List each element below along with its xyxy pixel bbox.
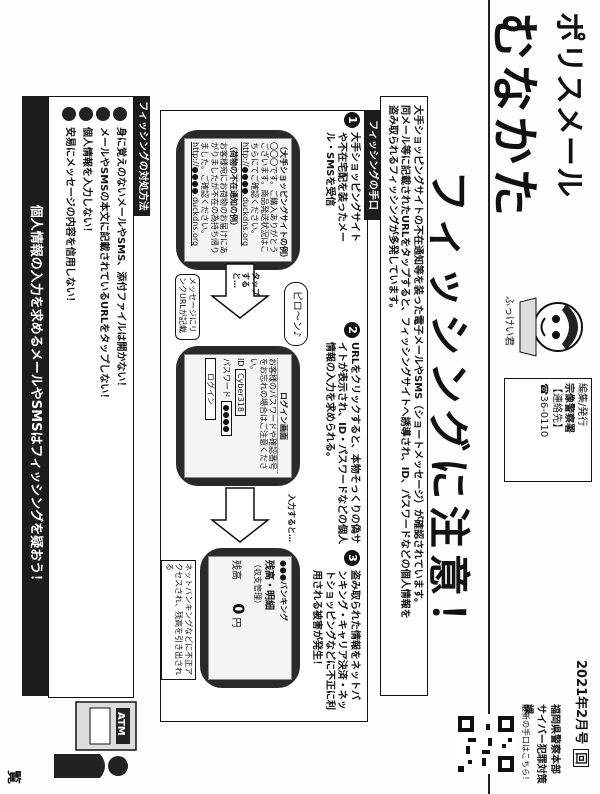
issue-date-block: 2021年2月号 回 xyxy=(572,660,592,784)
list-item-text: 身に覚えのないメールやSMS、添付ファイルは開かない！ xyxy=(115,127,127,392)
step-number: 2 xyxy=(344,322,360,338)
balance-value: 0 xyxy=(229,603,249,615)
step-text: URLをクリックすると、本物そっくりの偽サイトが表示され、ID・パスワードなどの… xyxy=(324,342,360,545)
balance-value-label: 残高 xyxy=(230,560,242,580)
qr-code-icon[interactable] xyxy=(456,714,516,774)
step-text: 大手ショッピングサイトや不在宅配を装ったメール・SMSを受信 xyxy=(324,132,360,242)
publisher: 宗像警察署 xyxy=(563,383,575,433)
intro-box: 大手ショッピングサイトの不在通知等を装った電子メールやSMS（ショートメッセージ… xyxy=(380,96,428,696)
issue-mark: 回 xyxy=(573,749,589,768)
balance-label: 残高・明細 xyxy=(263,560,275,610)
phone-mockup-banking: ●●●バンキング 残高・明細 （収支管理） 残高 0 円 xyxy=(200,548,300,688)
message-body: お客様宛にお荷物のお届けにあがりましたが不在の為持ち帰りました。ご確認ください。 xyxy=(200,142,229,254)
phishing-link[interactable]: http://●●●●.duckdns.org xyxy=(240,142,250,247)
message-header: （大手ショッピングサイトの例） xyxy=(279,142,288,262)
countermeasures-heading: フィッシングの対処方法 xyxy=(134,96,150,216)
footer-org1: 福岡県警察本部 xyxy=(549,704,560,774)
arrow-right-icon xyxy=(209,486,271,544)
publisher-box: 編集/発行 宗像警察署 【連絡先】 ☎36-0110 xyxy=(504,378,592,482)
list-item: 安易にメッセージの内容を信用しない！ xyxy=(62,107,76,667)
sound-bubble: ピロ〜ン♪ xyxy=(284,282,308,346)
step-number: 3 xyxy=(344,550,360,566)
bullet-icon xyxy=(113,107,127,121)
list-item: 個人情報を入力しない！ xyxy=(79,107,93,667)
series-logo: ポリスメール xyxy=(551,12,586,198)
atm-label: ATM xyxy=(115,712,126,736)
balance-unit: 円 xyxy=(230,617,242,628)
phone-mockup-login: ログイン画面 お客様のパスワードや確認番号をお忘れの場合はご注意ください。 ID… xyxy=(176,346,300,486)
login-button[interactable]: ログイン xyxy=(204,358,217,420)
qr-caption: 最新の手口はこちら！ xyxy=(521,704,530,784)
phone-number: ☎36-0110 xyxy=(538,383,550,438)
list-item: 身に覚えのないメールやSMS、添付ファイルは開かない！ xyxy=(113,107,127,667)
list-item: メールやSMSの本文に記載されているURLをタップしない！ xyxy=(96,107,110,667)
method-heading: フィッシングの手口 xyxy=(364,110,380,220)
tap-label: タップすると… xyxy=(231,272,260,296)
id-field[interactable]: Cyber318 xyxy=(234,369,246,416)
message-body: 〇〇〇です。ご購入ありがとうございます。商品発送状況はこちらにてご確認ください。 xyxy=(250,142,279,254)
step-number: 1 xyxy=(344,112,360,128)
intro-line: 同メール等に記載されたURLをタップすると、フィッシングサイトへ誘導され、ID、… xyxy=(399,105,411,619)
bullet-icon xyxy=(62,107,76,121)
message-header: （荷物の不在通知の例） xyxy=(229,142,239,230)
list-item-text: 安易にメッセージの内容を信用しない！ xyxy=(64,127,76,307)
id-label: ID xyxy=(235,358,245,367)
circulation-mark: 覧 xyxy=(5,770,21,784)
link-note: メッセージにリンクURLが記載 xyxy=(174,274,200,340)
list-item-text: 個人情報を入力しない！ xyxy=(81,127,93,237)
banking-note: ネットバンキングなどに不正アクセスされ、残高を引き出される xyxy=(161,560,196,680)
header-divider xyxy=(488,0,490,794)
phishing-link[interactable]: http://●●●●.duckdns.org xyxy=(190,142,200,247)
bank-title: ●●●バンキング xyxy=(279,560,288,622)
password-label: パスワード xyxy=(222,358,232,398)
phone-screen: ●●●バンキング 残高・明細 （収支管理） 残高 0 円 xyxy=(208,556,292,680)
warning-banner: 個人情報の入力を求めるメールやSMSはフィッシングを疑おう！ xyxy=(22,96,48,696)
arrow-right-icon xyxy=(209,262,271,320)
screen-title: ログイン画面 xyxy=(277,358,288,474)
balance-sub: （収支管理） xyxy=(252,560,262,608)
publisher-label: 編集/発行 xyxy=(576,383,587,427)
mascot-icon xyxy=(518,292,592,362)
phone-screen: ログイン画面 お客様のパスワードや確認番号をお忘れの場合はご注意ください。 ID… xyxy=(184,354,292,478)
intro-line: 大手ショッピングサイトの不在通知等を装った電子メールやSMS（ショートメッセージ… xyxy=(412,105,423,608)
input-label: 入力すると… xyxy=(287,494,296,542)
header: ポリスメール むなかた ふっけい君 編集/発行 宗像警察署 【連絡先】 ☎36-… xyxy=(486,0,600,794)
list-item-text: メールやSMSの本文に記載されているURLをタップしない！ xyxy=(98,127,110,404)
mascot-name: ふっけい君 xyxy=(503,296,514,346)
issue-date: 2021年2月号 xyxy=(573,660,588,745)
step-text: 盗み取られた情報をネットバンキング・キャリア決済・ネットショッピングなどに不正に… xyxy=(311,570,361,710)
bullet-icon xyxy=(79,107,93,121)
intro-line: 盗み取られるフィッシングが多発しています。 xyxy=(387,105,398,314)
main-title: フィッシングに注意！ xyxy=(424,170,473,650)
countermeasures-box: 身に覚えのないメールやSMS、添付ファイルは開かない！ メールやSMSの本文に記… xyxy=(48,96,134,698)
contact-label: 【連絡先】 xyxy=(551,383,562,433)
atm-illustration xyxy=(50,700,140,784)
password-field[interactable]: ●●●● xyxy=(221,400,233,437)
login-notice: お客様のパスワードや確認番号をお忘れの場合はご注意ください。 xyxy=(249,358,278,470)
series-name: むなかた xyxy=(486,12,542,221)
phone-screen: （大手ショッピングサイトの例） 〇〇〇です。ご購入ありがとうございます。商品発送… xyxy=(184,138,292,262)
bullet-icon xyxy=(96,107,110,121)
phone-mockup-email: （大手ショッピングサイトの例） 〇〇〇です。ご購入ありがとうございます。商品発送… xyxy=(176,130,300,270)
